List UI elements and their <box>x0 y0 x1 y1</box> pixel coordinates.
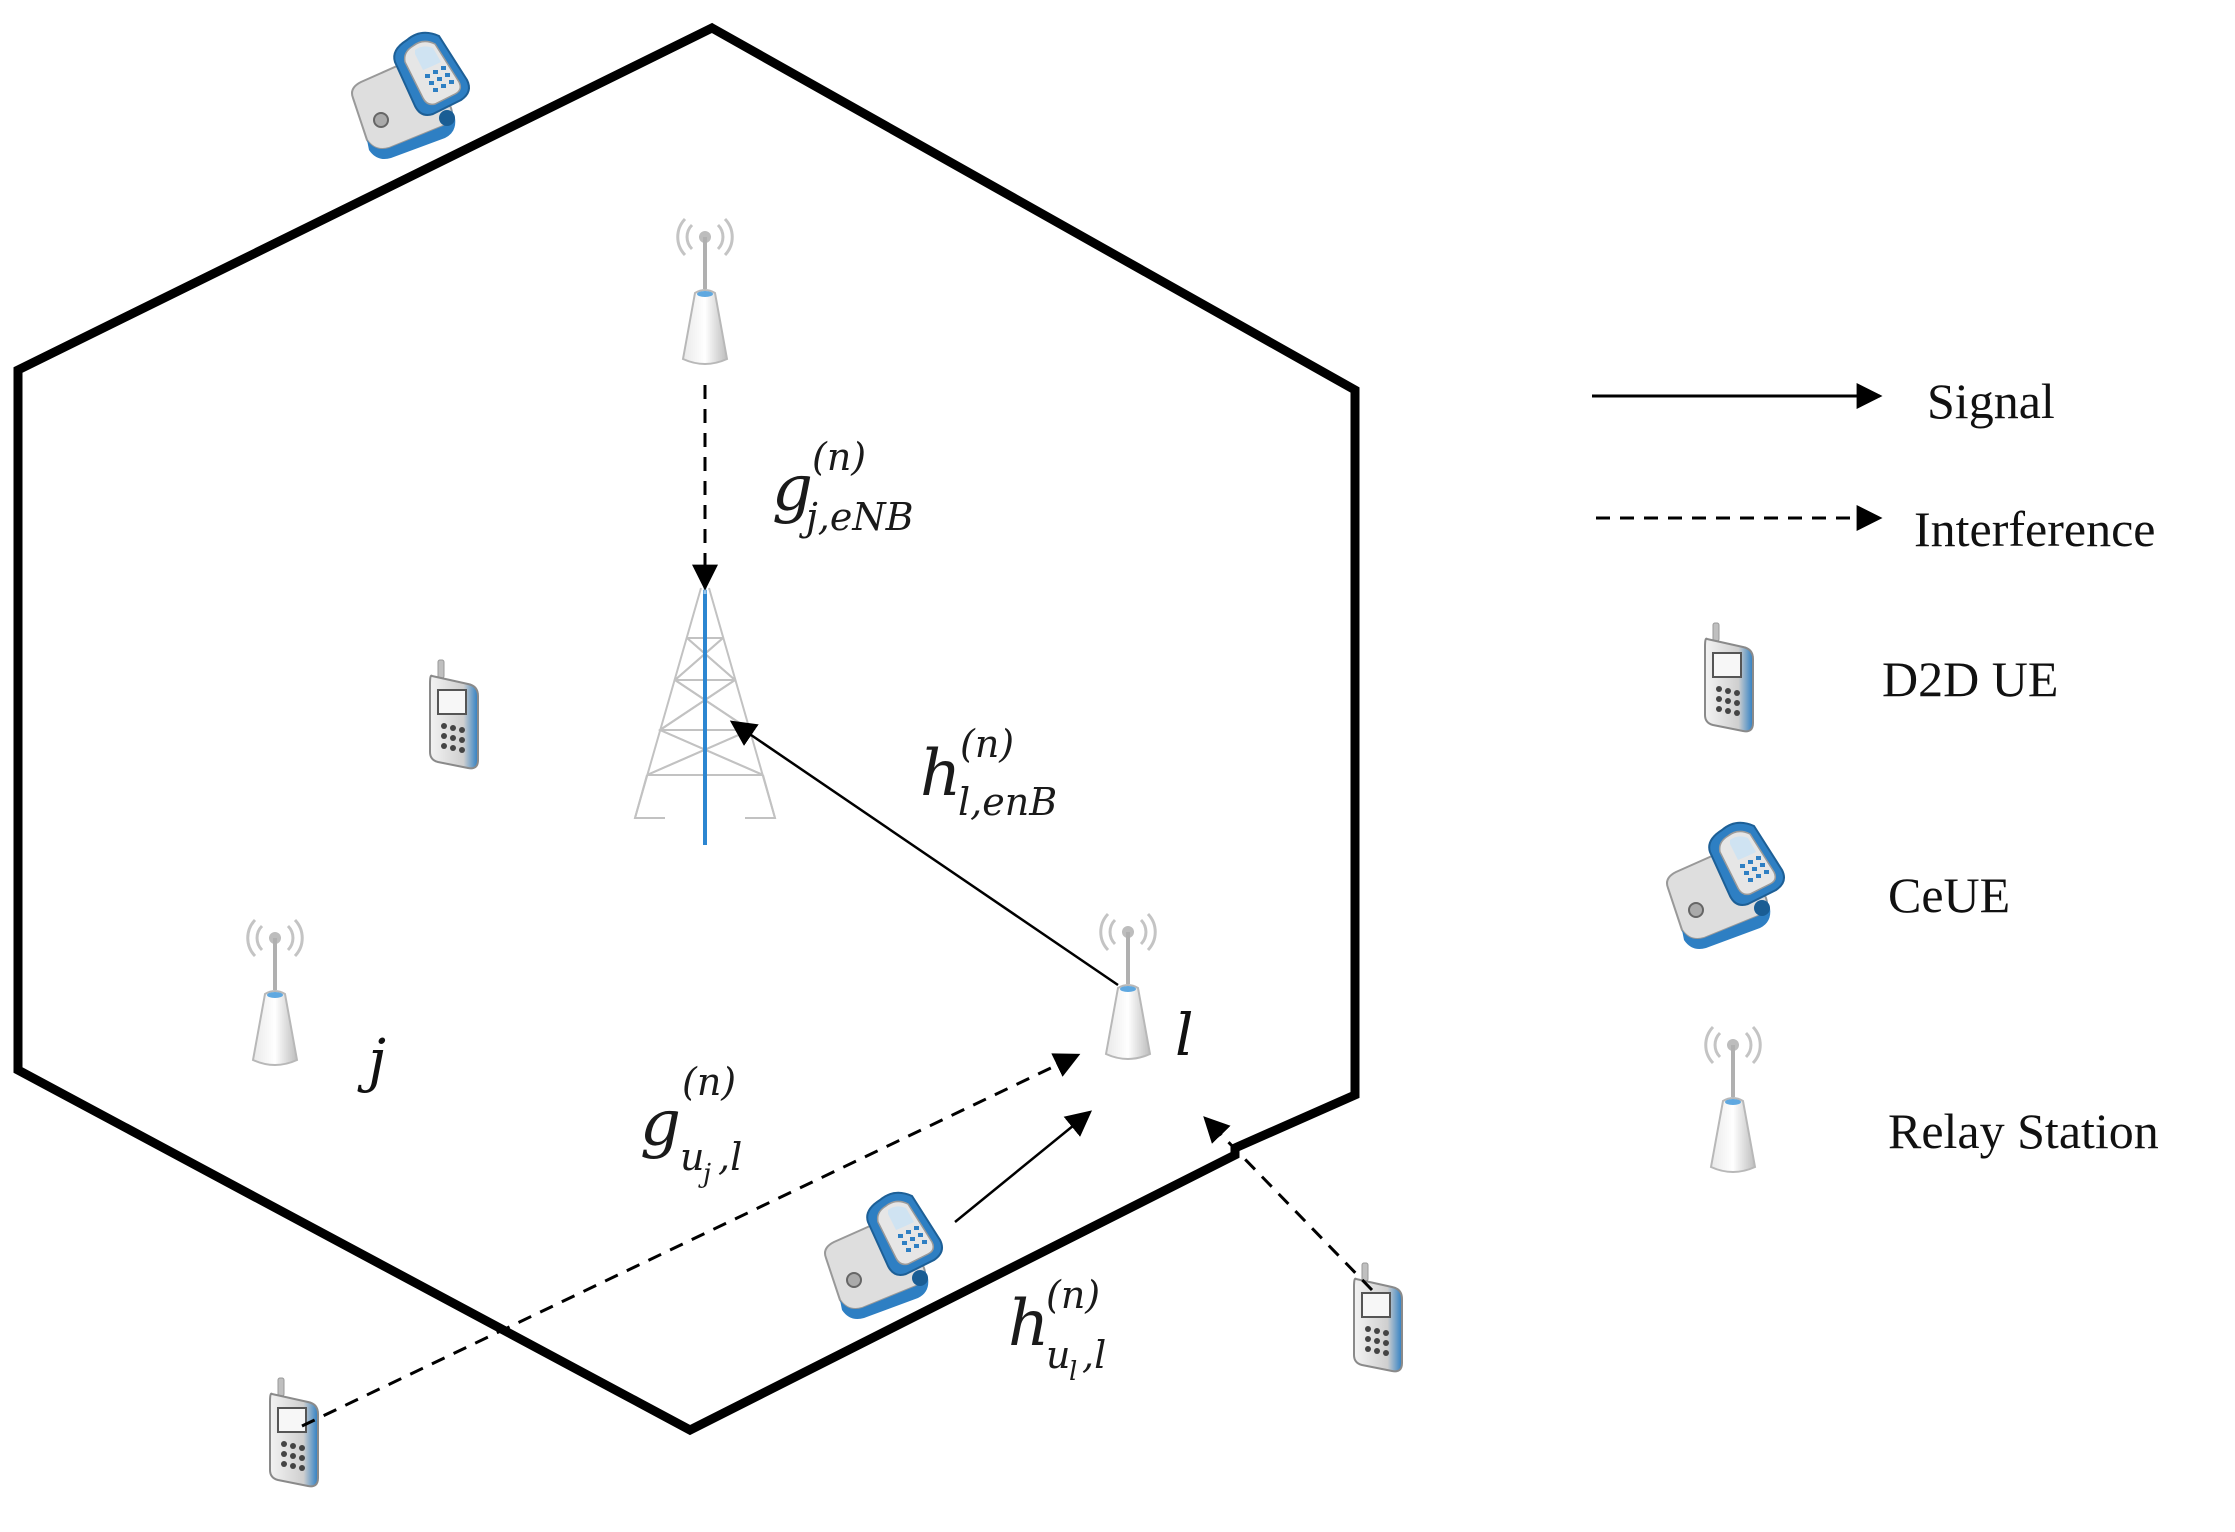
legend-ceue-label: CeUE <box>1888 867 2010 923</box>
svg-text:g: g <box>772 452 813 526</box>
ceue-icon <box>824 1191 943 1320</box>
svg-text:h: h <box>1008 1287 1049 1361</box>
legend-d2d-ue-icon <box>1704 622 1754 733</box>
svg-text:h: h <box>920 737 961 811</box>
svg-text:l: l <box>1069 1357 1077 1387</box>
legend-relay-station-icon <box>1703 1025 1763 1174</box>
legend-interference-label: Interference <box>1914 501 2155 557</box>
svg-text:g: g <box>640 1087 681 1161</box>
channel-label-g-j-enb: g (n) j,eNB <box>772 435 914 539</box>
svg-text:(n): (n) <box>1046 1273 1100 1317</box>
svg-text:l,enB: l,enB <box>958 780 1057 824</box>
cell-boundary <box>13 22 1360 1436</box>
d2d-ue-icon <box>269 1377 319 1488</box>
signal-link-ceue-to-relay <box>954 1110 1093 1223</box>
enb-tower-icon <box>633 578 777 845</box>
relay-station-top-icon <box>675 217 735 366</box>
legend-ceue-icon <box>1666 821 1785 950</box>
channel-label-g-uj-l: g (n) u j ,l <box>640 1060 742 1189</box>
interference-link-d2d-right-to-relay <box>1203 1116 1374 1292</box>
channel-label-h-l-enb: h (n) l,enB <box>920 722 1057 824</box>
channel-label-h-ul-l: h (n) u l ,l <box>1008 1273 1106 1387</box>
svg-text:(n): (n) <box>682 1060 736 1104</box>
relay-station-j-icon <box>245 918 305 1067</box>
legend: Signal Interference D2D UE CeUE Relay St… <box>1592 373 2159 1174</box>
legend-signal-label: Signal <box>1927 373 2055 429</box>
svg-text:u: u <box>680 1135 704 1179</box>
d2d-ue-icon <box>1353 1262 1403 1373</box>
legend-relay-station-label: Relay Station <box>1888 1103 2159 1159</box>
ceue-icon <box>351 31 470 160</box>
svg-text:,l: ,l <box>1082 1333 1106 1377</box>
relay-l-label: l <box>1175 1001 1194 1069</box>
signal-link-relay-to-enb <box>729 720 1119 987</box>
svg-text:j,eNB: j,eNB <box>799 495 914 539</box>
legend-d2d-ue-label: D2D UE <box>1882 651 2058 707</box>
interference-link-d2d-to-relay <box>301 1053 1081 1428</box>
relay-station-l-icon <box>1098 912 1158 1061</box>
svg-text:(n): (n) <box>960 722 1014 766</box>
relay-j-label: j <box>357 1026 386 1094</box>
svg-text:,l: ,l <box>718 1135 742 1179</box>
svg-text:u: u <box>1046 1333 1070 1377</box>
svg-text:(n): (n) <box>812 435 866 479</box>
d2d-ue-icon <box>429 659 479 770</box>
